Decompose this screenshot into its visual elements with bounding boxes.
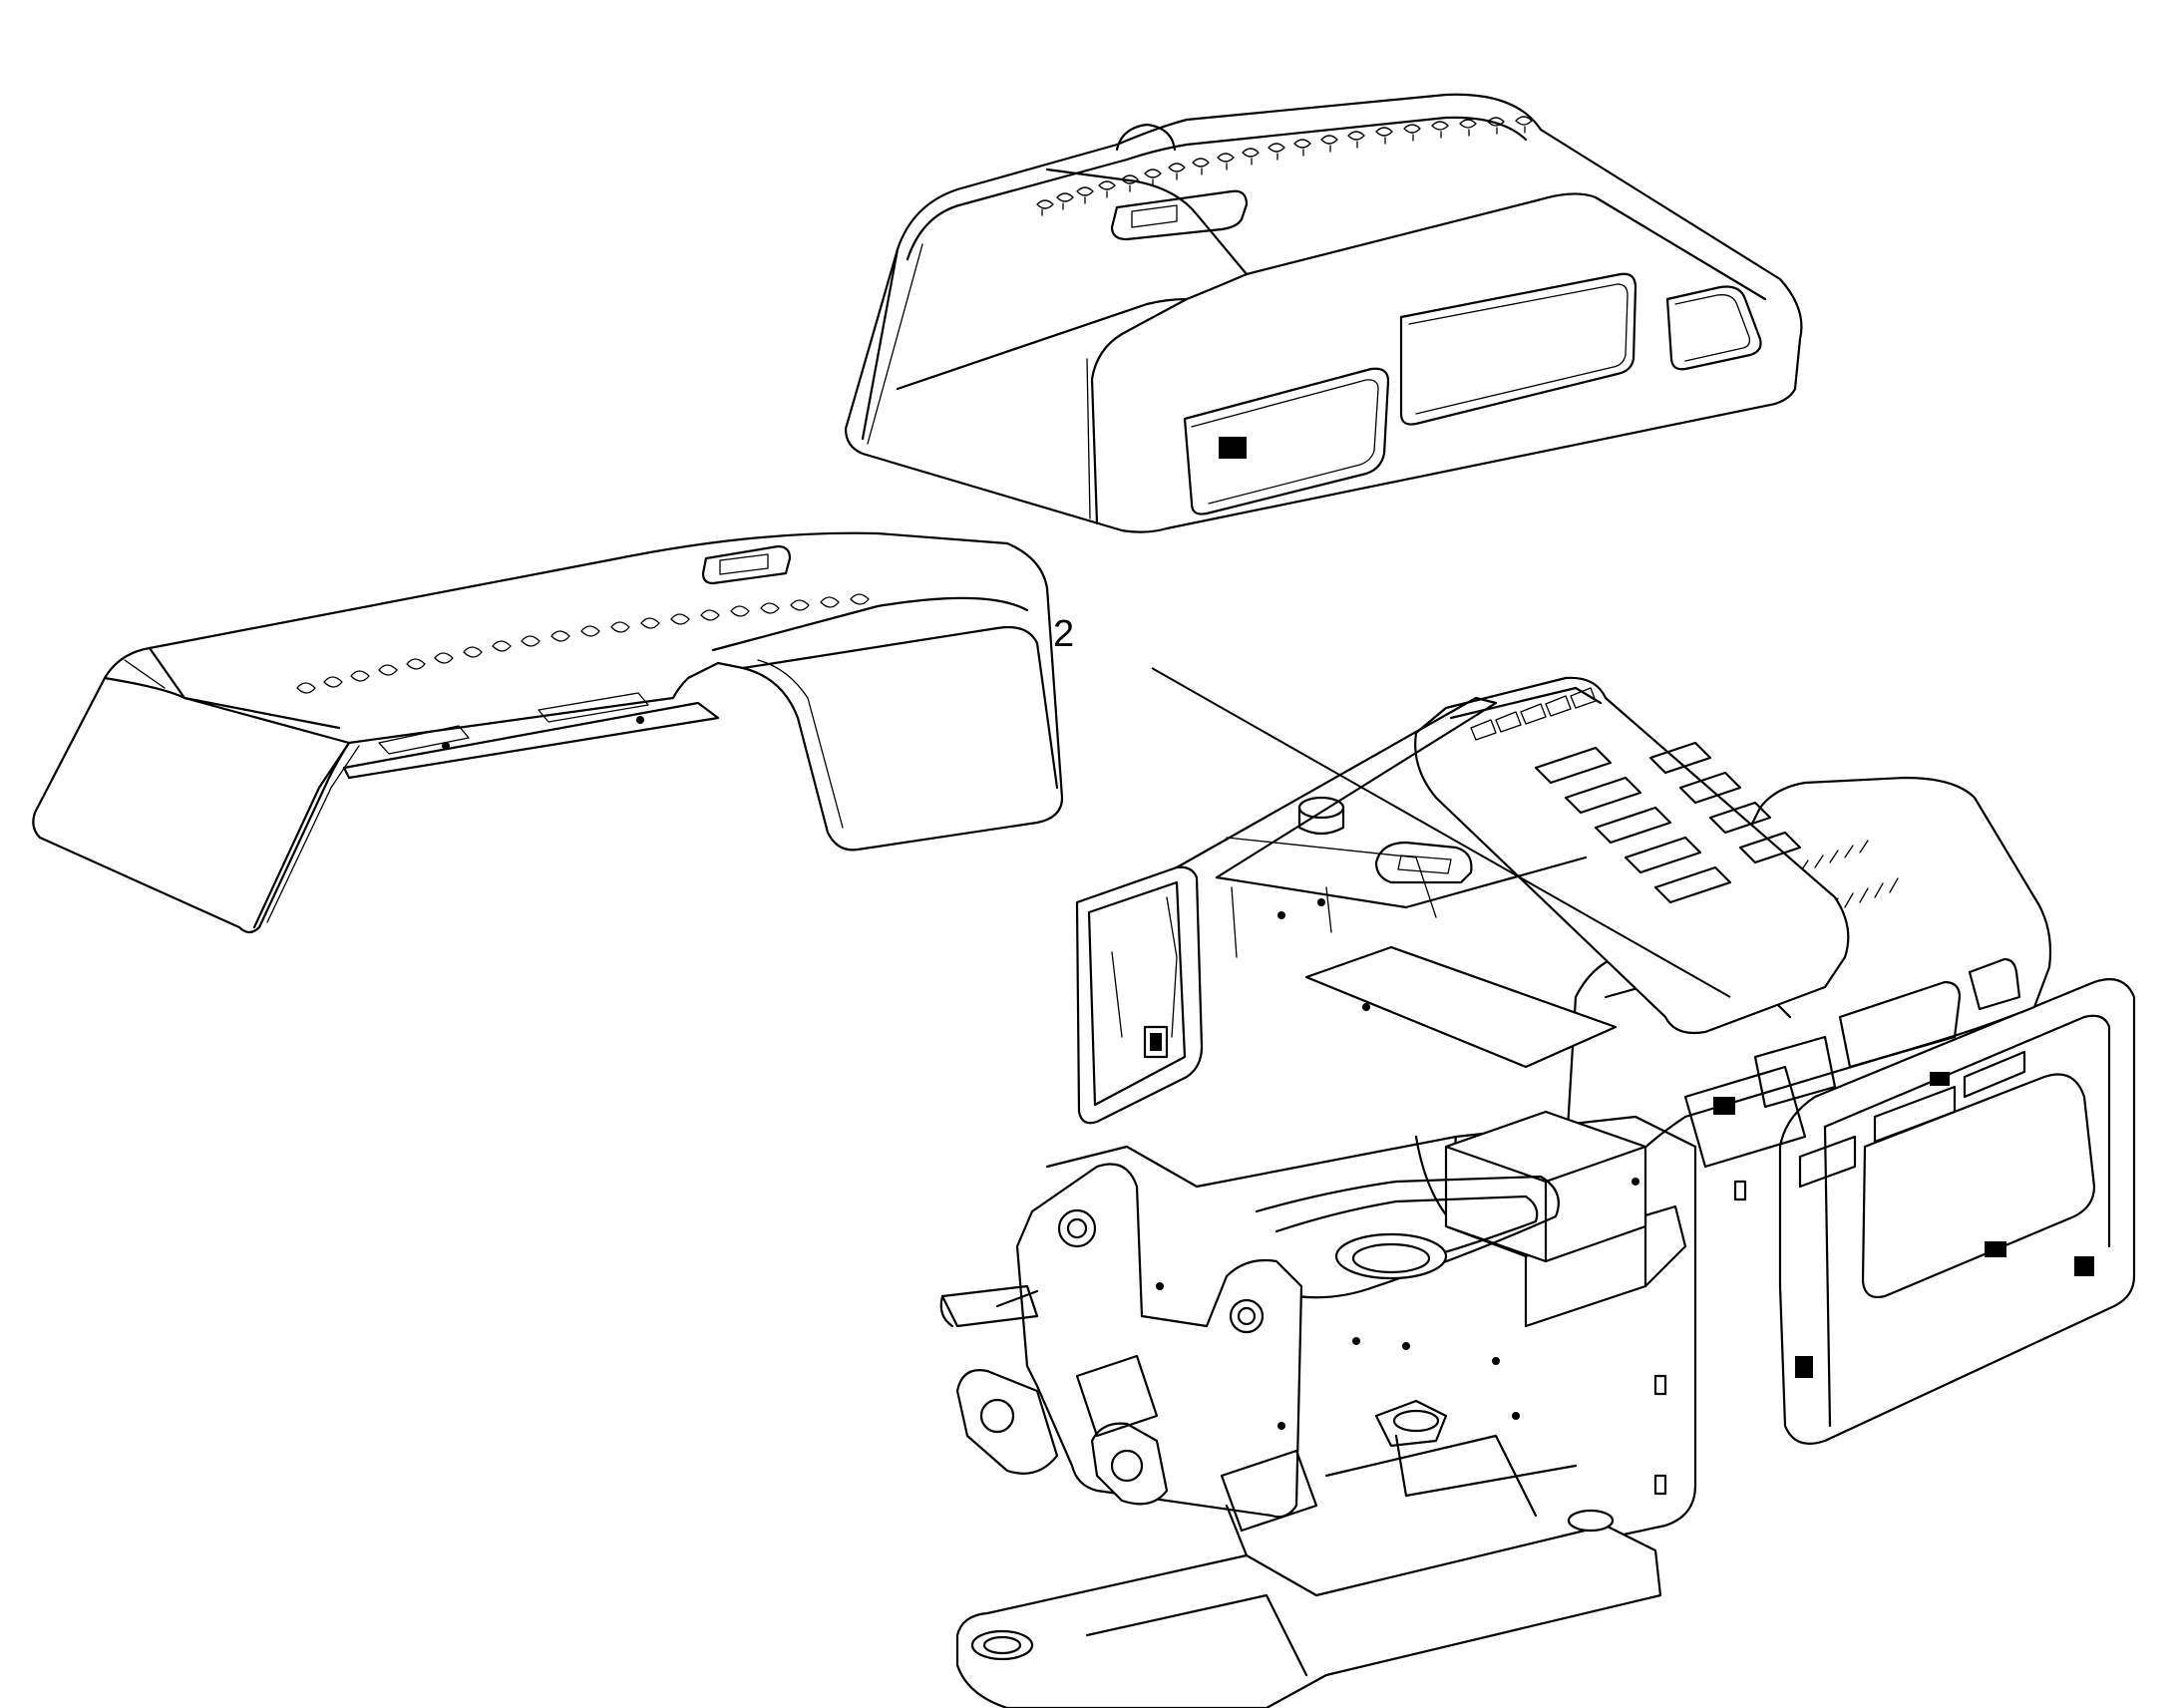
callout-2: 2 xyxy=(1053,613,1731,998)
hood-vent-slots xyxy=(1036,116,1533,216)
machine-frame-assembly xyxy=(939,676,2136,1708)
callout-label: 2 xyxy=(1053,613,1074,655)
cooling-louvers xyxy=(1470,687,1802,904)
callout-leader-line xyxy=(1151,667,1731,998)
frame-bolts xyxy=(1156,898,1639,1430)
engine-hood-cover-upper xyxy=(844,93,1803,533)
engine-hood-cover-left xyxy=(32,531,1064,934)
left-hood-vent-slots xyxy=(296,593,870,694)
